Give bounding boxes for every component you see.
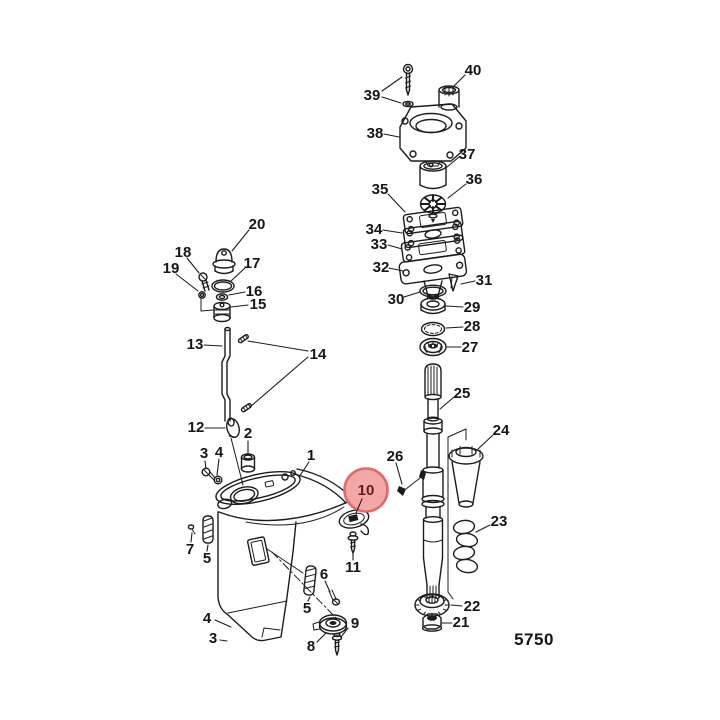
callout-16: 16 (246, 283, 263, 300)
part-cam-follower-24 (448, 446, 484, 508)
callout-25: 25 (454, 385, 471, 402)
part-gear-housing-1 (215, 468, 354, 642)
part-pin-7 (187, 524, 196, 535)
install-line-12-housing (230, 437, 244, 486)
part-retainer-clip-26 (397, 470, 426, 496)
part-shift-cam-12 (226, 417, 240, 439)
callout-26: 26 (387, 448, 404, 465)
callout-4-upper: 4 (215, 444, 224, 461)
callout-31: 31 (476, 272, 493, 289)
part-pin-31 (448, 273, 459, 292)
callout-28: 28 (464, 318, 481, 335)
drawing-number: 5750 (514, 630, 554, 649)
callout-20: 20 (249, 216, 266, 233)
callout-labels: 1 2 3 4 3 4 5 5 6 7 8 9 11 12 13 14 15 1… (163, 62, 510, 655)
highlight-leader-line (355, 498, 363, 514)
part-spring-5-right (303, 565, 317, 596)
part-screw-9 (331, 632, 343, 656)
part-bearing-27 (419, 337, 447, 357)
part-oil-seal-29 (420, 297, 446, 315)
part-pump-housing-38 (399, 103, 467, 167)
part-pin-14-lower (240, 403, 252, 413)
callout-38: 38 (367, 125, 384, 142)
part-washer-4-upper (213, 475, 223, 485)
callout-29: 29 (464, 299, 481, 316)
callout-30: 30 (388, 291, 405, 308)
part-impeller-36 (419, 194, 447, 223)
part-water-pickup-10 (338, 509, 370, 536)
callout-36: 36 (466, 171, 483, 188)
callout-37: 37 (459, 146, 476, 163)
callout-35: 35 (372, 181, 389, 198)
part-washer-16 (215, 293, 229, 301)
callout-24: 24 (493, 422, 510, 439)
part-spring-23 (452, 519, 479, 574)
part-screw-18 (198, 272, 210, 292)
callout-7: 7 (186, 541, 194, 558)
part-oring-30 (419, 284, 447, 298)
callout-1: 1 (307, 447, 315, 464)
callout-34: 34 (366, 221, 383, 238)
part-pin-14-upper (237, 334, 249, 344)
install-line-19-15 (200, 298, 214, 312)
callout-2: 2 (244, 425, 252, 442)
part-spring-5-left (202, 515, 214, 544)
callout-21: 21 (453, 614, 470, 631)
part-screw-39 (402, 63, 414, 108)
part-oring-17 (211, 279, 235, 293)
callout-4-lower: 4 (203, 610, 212, 627)
part-bushing-2 (240, 453, 256, 473)
callout-19: 19 (163, 260, 180, 277)
part-driveshaft-25 (421, 363, 445, 599)
callout-5-left: 5 (203, 550, 211, 567)
highlighted-callout-10: 10 (358, 482, 375, 499)
part-screw-3-upper (201, 467, 216, 481)
part-retaining-ring-28 (420, 321, 446, 337)
leader-lines (175, 74, 494, 643)
callout-23: 23 (491, 513, 508, 530)
callout-13: 13 (187, 336, 204, 353)
part-bushing-40 (438, 85, 460, 111)
part-bushing-15 (213, 301, 231, 323)
callout-33: 33 (371, 236, 388, 253)
callout-27: 27 (462, 339, 479, 356)
highlight-circle-part-10[interactable]: 10 (343, 467, 389, 514)
callout-22: 22 (464, 598, 481, 615)
part-washer-19 (198, 291, 206, 299)
callout-11: 11 (345, 559, 361, 576)
callout-18: 18 (175, 244, 192, 261)
callout-5-right: 5 (303, 600, 311, 617)
part-shift-shaft-13 (221, 326, 231, 422)
callout-12: 12 (188, 419, 205, 436)
assembly-bracket-line (447, 428, 467, 600)
part-screw-11 (347, 531, 359, 554)
callout-32: 32 (373, 259, 390, 276)
part-nut-21 (421, 613, 443, 632)
part-impeller-cup-37 (419, 160, 447, 190)
part-pinion-gear-22 (414, 593, 450, 617)
part-anode-8 (312, 614, 348, 635)
callout-8: 8 (307, 638, 315, 655)
part-plate-34 (402, 220, 464, 249)
callout-9: 9 (351, 615, 359, 632)
callout-40: 40 (465, 62, 482, 79)
part-screw-6 (328, 589, 341, 606)
callout-39: 39 (364, 87, 381, 104)
callout-6: 6 (320, 566, 328, 583)
part-plug-20 (212, 248, 236, 275)
callout-15: 15 (250, 296, 267, 313)
callout-3-lower: 3 (209, 630, 217, 647)
callout-14: 14 (310, 346, 327, 363)
callout-17: 17 (244, 255, 261, 272)
callout-3-upper: 3 (200, 445, 208, 462)
